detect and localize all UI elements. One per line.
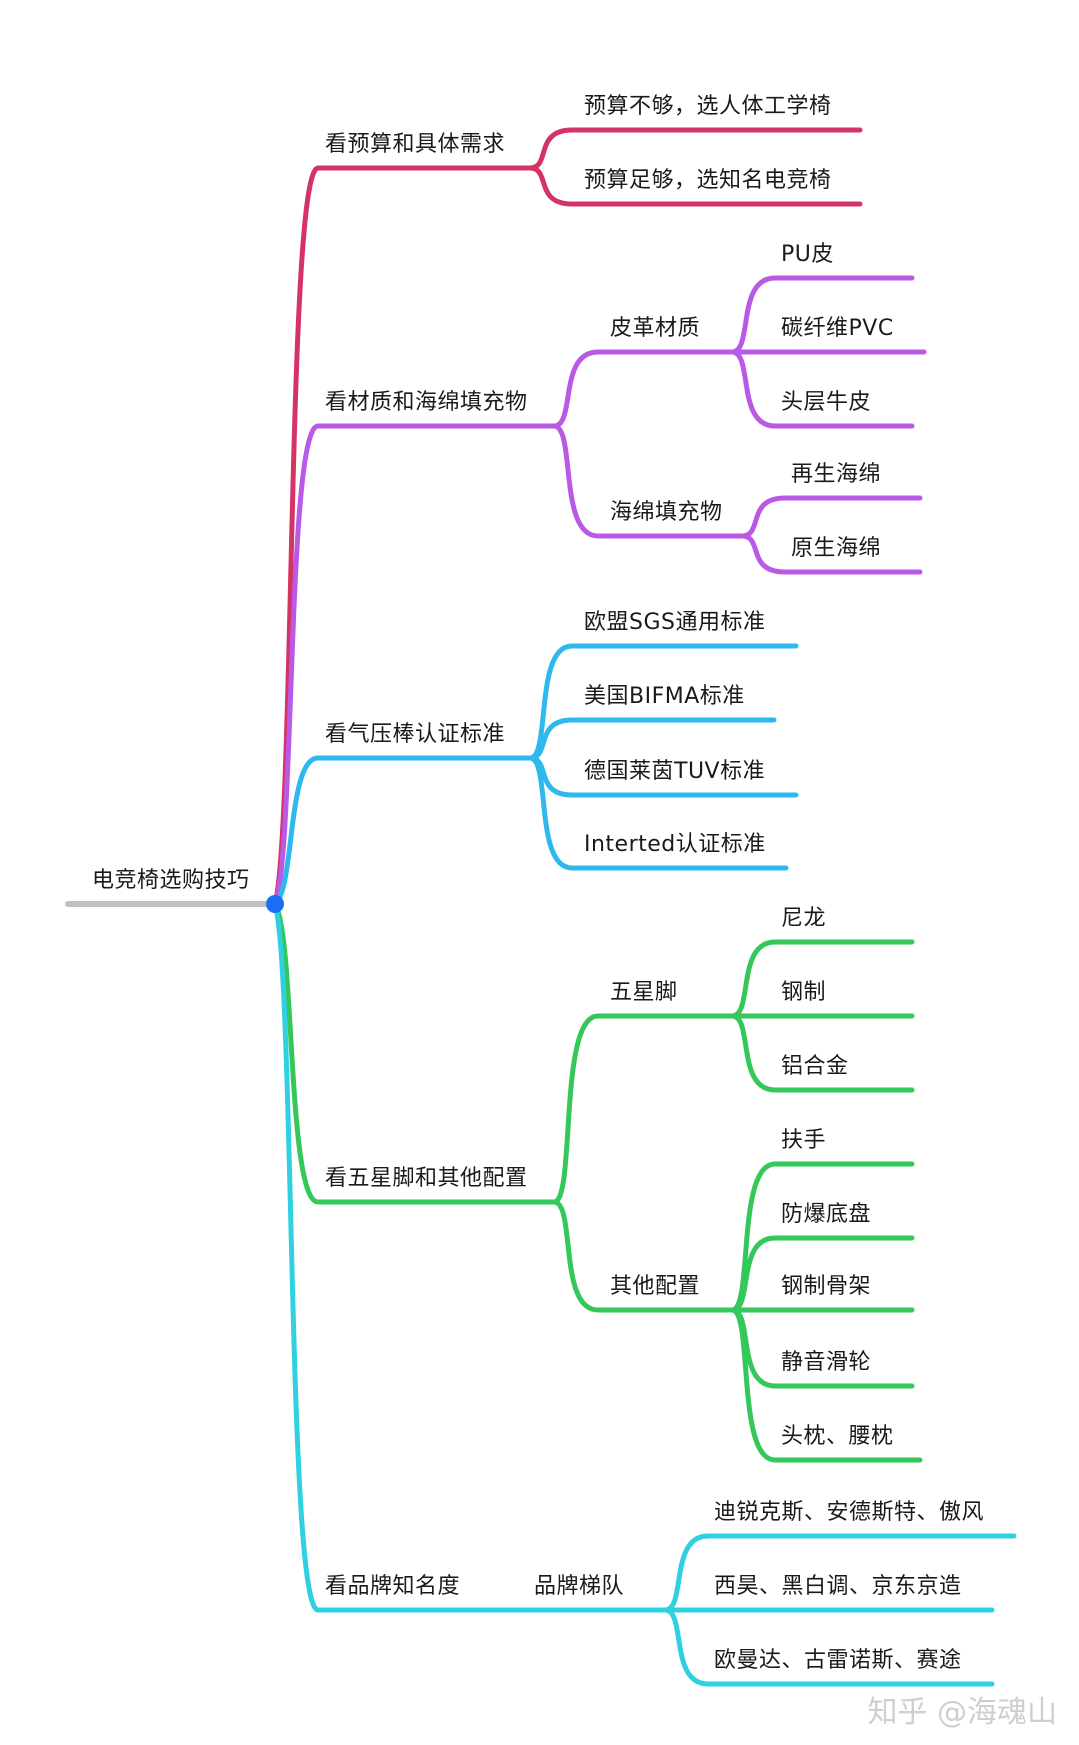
child-label-1-0: 皮革材质 — [610, 316, 701, 341]
child-line-0-1 — [527, 165, 863, 207]
child-line-2-1 — [527, 717, 777, 761]
leaf-label-3-0-0: 尼龙 — [781, 906, 827, 931]
leaf-line-1-0-0 — [729, 275, 915, 355]
branch-line-2 — [272, 755, 533, 907]
leaf-line-1-1-1 — [739, 533, 923, 575]
child-label-2-0: 欧盟SGS通用标准 — [584, 610, 766, 635]
leaf-label-4-0-2: 欧曼达、古雷诺斯、赛途 — [714, 1648, 962, 1673]
child-label-2-2: 德国莱茵TUV标准 — [584, 759, 766, 784]
child-label-0-1: 预算足够，选知名电竞椅 — [584, 168, 832, 193]
child-label-3-1: 其他配置 — [610, 1274, 701, 1299]
leaf-line-3-1-4 — [729, 1307, 923, 1463]
leaf-line-4-0-2 — [662, 1607, 995, 1687]
leaf-label-1-0-2: 头层牛皮 — [781, 390, 872, 415]
leaf-label-3-0-2: 铝合金 — [781, 1054, 849, 1079]
child-line-3-1 — [551, 1199, 735, 1313]
branch-label-0: 看预算和具体需求 — [325, 132, 506, 157]
leaf-label-1-0-0: PU皮 — [781, 242, 834, 267]
child-label-4-0: 品牌梯队 — [534, 1574, 625, 1599]
root-node-dot — [266, 895, 284, 913]
child-line-2-3 — [527, 755, 789, 871]
leaf-label-4-0-1: 西昊、黑白调、京东京造 — [714, 1574, 962, 1599]
leaf-line-1-1-0 — [739, 495, 923, 539]
leaf-line-4-0-0 — [662, 1533, 1017, 1613]
branch-label-1: 看材质和海绵填充物 — [325, 390, 528, 415]
leaf-label-4-0-0: 迪锐克斯、安德斯特、傲风 — [714, 1500, 985, 1525]
branch-line-0 — [272, 165, 533, 907]
leaf-line-1-0-2 — [729, 349, 915, 429]
leaf-label-3-1-4: 头枕、腰枕 — [781, 1424, 894, 1449]
child-line-3-0 — [551, 1013, 735, 1205]
leaf-label-3-1-1: 防爆底盘 — [781, 1202, 872, 1227]
child-label-2-1: 美国BIFMA标准 — [584, 684, 745, 709]
child-label-1-1: 海绵填充物 — [610, 500, 723, 525]
leaf-label-1-0-1: 碳纤维PVC — [781, 316, 894, 341]
leaf-line-3-0-0 — [729, 939, 915, 1019]
child-line-1-1 — [551, 423, 745, 539]
branch-line-1 — [272, 423, 557, 907]
child-line-2-0 — [527, 643, 799, 761]
leaf-label-3-0-1: 钢制 — [781, 980, 827, 1005]
leaf-label-3-1-0: 扶手 — [781, 1128, 827, 1153]
leaf-label-3-1-3: 静音滑轮 — [781, 1350, 872, 1375]
leaf-line-3-0-2 — [729, 1013, 915, 1093]
branch-label-4: 看品牌知名度 — [325, 1574, 461, 1599]
leaf-label-1-1-0: 再生海绵 — [791, 462, 882, 487]
branch-label-3: 看五星脚和其他配置 — [325, 1166, 528, 1191]
branch-label-2: 看气压棒认证标准 — [325, 722, 506, 747]
branch-line-3 — [272, 901, 557, 1205]
leaf-line-3-1-1 — [729, 1235, 915, 1313]
child-label-0-0: 预算不够，选人体工学椅 — [584, 94, 832, 119]
leaf-label-1-1-1: 原生海绵 — [791, 536, 882, 561]
watermark: 知乎 @海魂山 — [867, 1695, 1057, 1730]
root-label: 电竞椅选购技巧 — [92, 868, 250, 893]
leaf-label-3-1-2: 钢制骨架 — [781, 1274, 872, 1299]
child-label-3-0: 五星脚 — [610, 980, 678, 1005]
child-line-0-0 — [527, 127, 863, 171]
branch-line-4 — [272, 901, 423, 1613]
child-label-2-3: Interted认证标准 — [584, 832, 766, 857]
child-line-1-0 — [551, 349, 735, 429]
